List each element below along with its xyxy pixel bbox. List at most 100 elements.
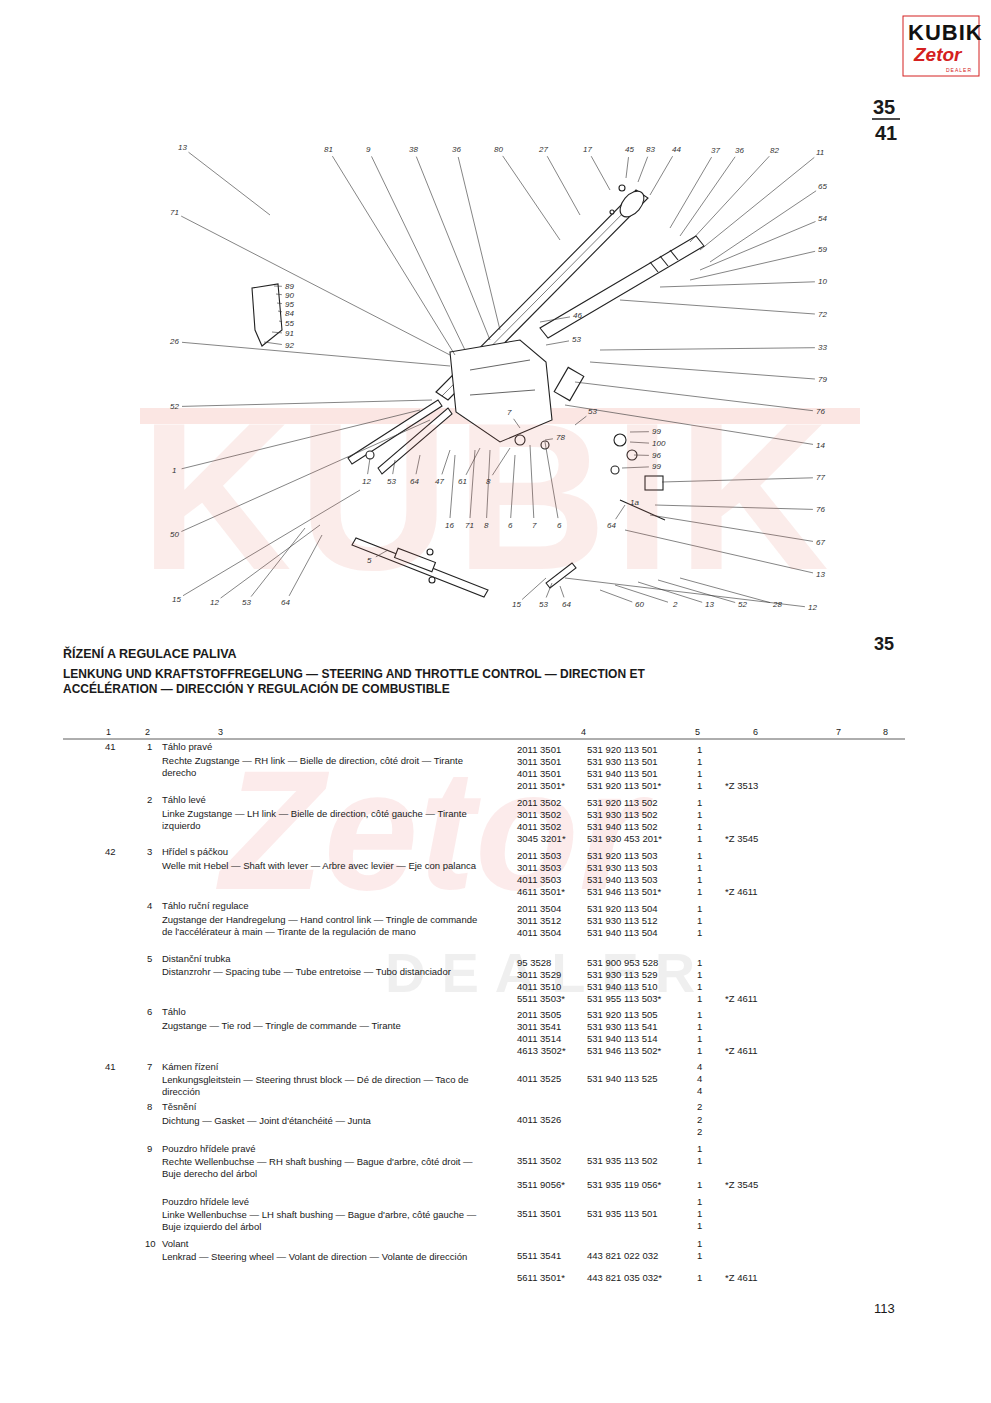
table-cell: 2011 3501* (517, 781, 565, 792)
callout-number: 1 (172, 466, 176, 475)
table-cell: 1 (697, 875, 702, 886)
bellows-ring (650, 262, 658, 272)
table-cell: 1 (697, 1010, 702, 1021)
table-cell: 5511 3503* (517, 994, 565, 1005)
table-cell: Kámen řízení (162, 1062, 219, 1073)
table-cell: 3045 3201* (517, 834, 566, 845)
callout-number: 12 (362, 477, 371, 486)
table-cell: 2011 3503 (517, 851, 561, 862)
table-cell: 3511 9056* (517, 1180, 565, 1191)
table-cell: 531 946 113 501* (587, 887, 661, 898)
table-cell: 3511 3501 (517, 1209, 561, 1220)
table-cell: *Z 3513 (725, 781, 758, 792)
callout-number: 8 (484, 521, 488, 530)
callout-number: 16 (445, 521, 454, 530)
callout-number: 59 (818, 245, 827, 254)
callout-number: 27 (539, 145, 548, 154)
table-cell: 531 900 953 528 (587, 958, 658, 969)
part-description: Lenkrad — Steering wheel — Volant de dir… (162, 1251, 480, 1263)
bellows-ring (660, 256, 668, 266)
fraction-bar (872, 118, 900, 120)
table-cell: 1 (697, 798, 702, 809)
table-cell: 531 940 113 503 (587, 875, 658, 886)
table-cell: *Z 4611 (725, 1273, 758, 1284)
table-cell: 531 940 113 510 (587, 982, 658, 993)
part-description: Rechte Zugstange — RH link — Bielle de d… (162, 755, 480, 780)
callout-number: 81 (324, 145, 333, 154)
callout-number: 33 (818, 343, 827, 352)
table-cell: 4613 3502* (517, 1046, 566, 1057)
callout-number: 53 (242, 598, 251, 607)
table-cell: 1 (697, 958, 702, 969)
callout-number: 79 (818, 375, 827, 384)
leader-line (332, 156, 455, 355)
table-cell: 1 (697, 1034, 702, 1045)
callout-number: 52 (738, 600, 747, 609)
table-cell: Distanční trubka (162, 954, 231, 965)
table-cell: 1 (697, 1251, 702, 1262)
callout-number: 65 (818, 182, 827, 191)
table-cell: 531 920 113 501* (587, 781, 661, 792)
table-cell: 1 (697, 1046, 702, 1057)
leader-line (650, 156, 673, 195)
table-cell: 4011 3502 (517, 822, 561, 833)
part-description: Linke Wellenbuchse — LH shaft bushing — … (162, 1209, 480, 1234)
table-cell: 9 (147, 1144, 152, 1155)
table-cell: 1 (697, 1180, 702, 1191)
callout-number: 9 (366, 145, 370, 154)
callout-number: 91 (285, 329, 294, 338)
column-header: 1 (106, 727, 111, 737)
table-cell: 2011 3502 (517, 798, 561, 809)
hub-nut (619, 185, 625, 191)
watermark: Zetor (220, 745, 645, 915)
leader-line (710, 191, 816, 262)
table-cell: 5 (147, 954, 152, 965)
callout-number: 13 (816, 570, 825, 579)
callout-number: 99 (652, 427, 661, 436)
table-cell: 1 (697, 970, 702, 981)
table-cell: *Z 4611 (725, 1046, 758, 1057)
table-cell: 4611 3501* (517, 887, 565, 898)
callout-number: 47 (435, 477, 444, 486)
table-cell: 41 (105, 742, 116, 753)
leader-line (700, 222, 816, 271)
callout-number: 80 (494, 145, 503, 154)
table-cell: 4011 3526 (517, 1115, 561, 1126)
table-cell: 1 (697, 757, 702, 768)
callout-number: 36 (735, 146, 744, 155)
callout-number: 64 (410, 477, 419, 486)
table-cell: 1 (697, 1221, 702, 1232)
leader-line (278, 311, 282, 313)
table-cell: 2 (697, 1102, 702, 1113)
table-cell: 1 (697, 1197, 702, 1208)
table-cell: *Z 4611 (725, 994, 758, 1005)
table-cell: Táhlo (162, 1007, 186, 1018)
leader-line (272, 332, 282, 334)
table-cell: 443 821 022 032 (587, 1251, 658, 1262)
table-cell: 1 (697, 994, 702, 1005)
table-cell: 531 935 119 056* (587, 1180, 661, 1191)
leader-line (182, 342, 450, 366)
table-cell: 4011 3504 (517, 928, 561, 939)
table-cell: 443 821 035 032* (587, 1273, 662, 1284)
table-cell: 531 930 113 501 (587, 757, 658, 768)
section-number: 35 (873, 96, 895, 119)
table-cell: 531 935 113 502 (587, 1156, 658, 1167)
column-header: 7 (836, 727, 841, 737)
table-cell: 3011 3529 (517, 970, 561, 981)
table-cell: 1 (697, 1156, 702, 1167)
callout-number: 64 (607, 521, 616, 530)
leader-line (458, 157, 500, 330)
logo-text: DEALER (946, 68, 972, 74)
callout-number: 71 (170, 208, 179, 217)
table-cell: 4011 3501 (517, 769, 561, 780)
callout-number: 76 (816, 505, 825, 514)
callout-number: 8 (486, 477, 490, 486)
leader-line (181, 216, 450, 355)
table-cell: 2011 3504 (517, 904, 561, 915)
table-cell: 1 (697, 928, 702, 939)
callout-number: 28 (773, 600, 782, 609)
part-description: Linke Zugstange — LH link — Bielle de di… (162, 808, 480, 833)
table-cell: *Z 3545 (725, 1180, 758, 1191)
